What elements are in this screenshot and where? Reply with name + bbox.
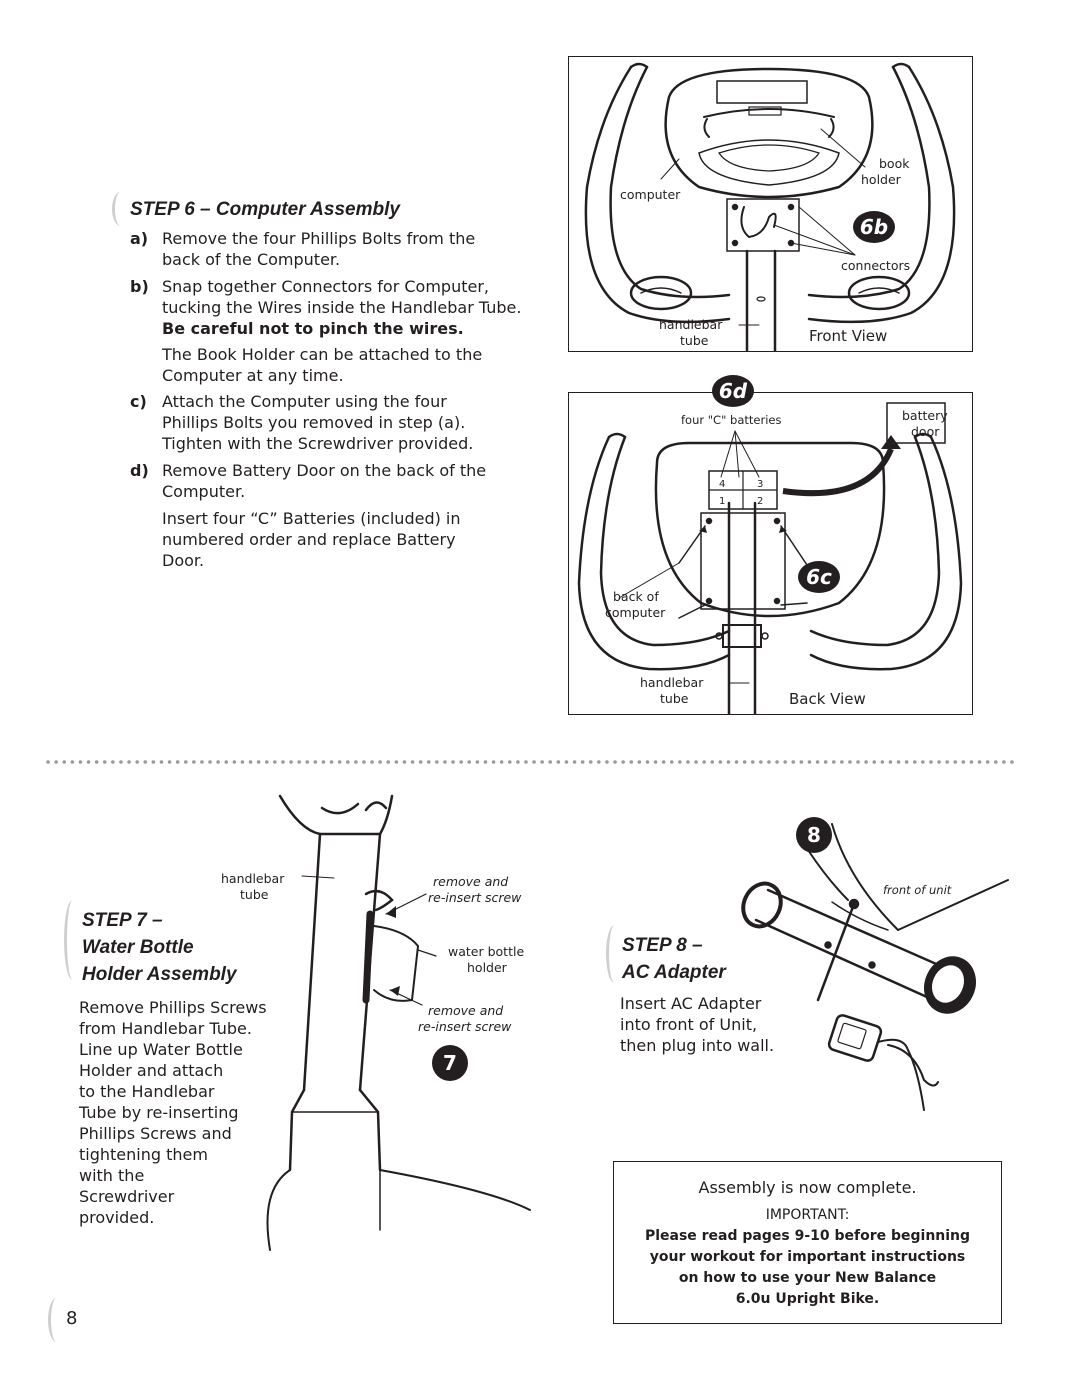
step7-line: to the Handlebar bbox=[79, 1082, 215, 1101]
label-computer: computer bbox=[620, 187, 681, 202]
step7-line: provided. bbox=[79, 1208, 155, 1227]
back-view-figure: 4 3 1 2 four "C" batteries battery door … bbox=[568, 392, 973, 715]
label-back-of-computer-1: back of bbox=[613, 589, 659, 604]
step6-item-d-letter: d) bbox=[130, 461, 149, 480]
badge-6c: 6c bbox=[798, 561, 840, 593]
page-number: 8 bbox=[66, 1308, 78, 1329]
cell-4: 4 bbox=[719, 479, 726, 490]
complete-line: your workout for important instructions bbox=[649, 1249, 966, 1265]
step6-item-d-text: Remove Battery Door on the back of the C… bbox=[162, 461, 487, 501]
step8-title-bracket bbox=[606, 925, 623, 983]
step7-title-line1: STEP 7 – bbox=[82, 910, 163, 931]
badge-step8: 8 bbox=[796, 817, 832, 853]
step7-title-line2: Water Bottle bbox=[82, 937, 194, 958]
label-battery-door-1: battery bbox=[902, 408, 948, 423]
step8-line: Insert AC Adapter bbox=[620, 994, 762, 1013]
step7-text: Remove Phillips Screws from Handlebar Tu… bbox=[79, 997, 299, 1228]
step7-line: Screwdriver bbox=[79, 1187, 175, 1206]
step6-item-b-letter: b) bbox=[130, 277, 149, 296]
step8-label-front-of-unit: front of unit bbox=[883, 883, 952, 897]
complete-heading: Assembly is now complete. bbox=[698, 1178, 917, 1197]
dotted-separator bbox=[46, 760, 1014, 764]
step7-title-line3: Holder Assembly bbox=[82, 964, 237, 985]
step7-line: tightening them bbox=[79, 1145, 208, 1164]
step6-item-b-text-wrap: Snap together Connectors for Computer, t… bbox=[162, 276, 522, 339]
step7-label-bottle-2: holder bbox=[467, 960, 507, 975]
badge-6d: 6d bbox=[712, 375, 754, 407]
step7-label-remove2-2: re-insert screw bbox=[418, 1019, 512, 1034]
back-view-drawing bbox=[577, 402, 963, 714]
badge-step7: 7 bbox=[432, 1045, 468, 1081]
step7-label-remove1-2: re-insert screw bbox=[428, 890, 522, 905]
step7-label-handlebar-1: handlebar bbox=[221, 871, 285, 886]
step6-item-a: a) Remove the four Phillips Bolts from t… bbox=[130, 228, 500, 270]
ac-adapter-drawing bbox=[741, 823, 1009, 1111]
step7-line: Phillips Screws and bbox=[79, 1124, 232, 1143]
step6-item-a-letter: a) bbox=[130, 229, 149, 248]
label-handlebar-2: tube bbox=[660, 691, 689, 706]
step8-title-line1: STEP 8 – bbox=[622, 935, 703, 956]
back-view-label: Back View bbox=[789, 690, 866, 708]
step7-title-bracket bbox=[64, 900, 81, 980]
complete-line: 6.0u Upright Bike. bbox=[735, 1291, 880, 1307]
step7-line: Remove Phillips Screws bbox=[79, 998, 267, 1017]
step6-item-b: b) Snap together Connectors for Computer… bbox=[130, 276, 521, 339]
front-view-figure: computer book holder connectors handleba… bbox=[568, 56, 973, 352]
step7-line: Line up Water Bottle bbox=[79, 1040, 243, 1059]
cell-2: 2 bbox=[757, 496, 764, 507]
step7-line: Holder and attach bbox=[79, 1061, 224, 1080]
step7-line: Tube by re-inserting bbox=[79, 1103, 239, 1122]
label-book-holder-2: holder bbox=[861, 172, 901, 187]
step6-title: STEP 6 – Computer Assembly bbox=[130, 199, 400, 220]
step6-note-batteries: Insert four “C” Batteries (included) in … bbox=[162, 509, 461, 570]
complete-line: on how to use your New Balance bbox=[678, 1270, 937, 1286]
step6-item-c-text: Attach the Computer using the four Phill… bbox=[162, 392, 474, 453]
step6-item-d: d) Remove Battery Door on the back of th… bbox=[130, 460, 500, 502]
label-book-holder-1: book bbox=[879, 156, 910, 171]
step6-item-c-letter: c) bbox=[130, 392, 147, 411]
step6-item-a-text: Remove the four Phillips Bolts from the … bbox=[162, 229, 476, 269]
step6-title-bracket bbox=[112, 192, 129, 226]
step8-title-line2: AC Adapter bbox=[622, 962, 726, 983]
step7-label-remove2-1: remove and bbox=[428, 1003, 504, 1018]
step8-line: then plug into wall. bbox=[620, 1036, 775, 1055]
label-handlebar-1: handlebar bbox=[640, 675, 704, 690]
page-number-bracket bbox=[48, 1298, 65, 1342]
step6-item-c: c) Attach the Computer using the four Ph… bbox=[130, 391, 500, 454]
step6-item-b-warning: Be careful not to pinch the wires. bbox=[162, 319, 464, 338]
step6-item-b-text: Snap together Connectors for Computer, t… bbox=[162, 277, 522, 317]
step8-text: Insert AC Adapter into front of Unit, th… bbox=[620, 993, 810, 1056]
water-bottle-drawing bbox=[266, 794, 531, 1251]
cell-1: 1 bbox=[719, 496, 726, 507]
label-back-of-computer-2: computer bbox=[605, 605, 666, 620]
step7-label-handlebar-2: tube bbox=[240, 887, 269, 902]
label-connectors: connectors bbox=[841, 258, 911, 273]
label-batteries: four "C" batteries bbox=[681, 413, 782, 427]
complete-important: IMPORTANT: bbox=[765, 1207, 850, 1223]
step6-note-book-holder: The Book Holder can be attached to the C… bbox=[162, 345, 483, 385]
assembly-complete-box: Assembly is now complete. IMPORTANT: Ple… bbox=[613, 1161, 1002, 1324]
label-battery-door-2: door bbox=[911, 424, 940, 439]
step7-label-bottle-1: water bottle bbox=[448, 944, 525, 959]
badge-6b: 6b bbox=[853, 211, 895, 243]
label-handlebar-2: tube bbox=[680, 333, 709, 348]
cell-3: 3 bbox=[757, 479, 764, 490]
front-view-label: Front View bbox=[809, 327, 888, 345]
step7-line: with the bbox=[79, 1166, 145, 1185]
complete-line: Please read pages 9-10 before beginning bbox=[644, 1228, 971, 1244]
step7-label-remove1-1: remove and bbox=[433, 874, 509, 889]
step7-line: from Handlebar Tube. bbox=[79, 1019, 252, 1038]
step8-line: into front of Unit, bbox=[620, 1015, 758, 1034]
label-handlebar-1: handlebar bbox=[659, 317, 723, 332]
front-view-drawing bbox=[584, 62, 956, 351]
